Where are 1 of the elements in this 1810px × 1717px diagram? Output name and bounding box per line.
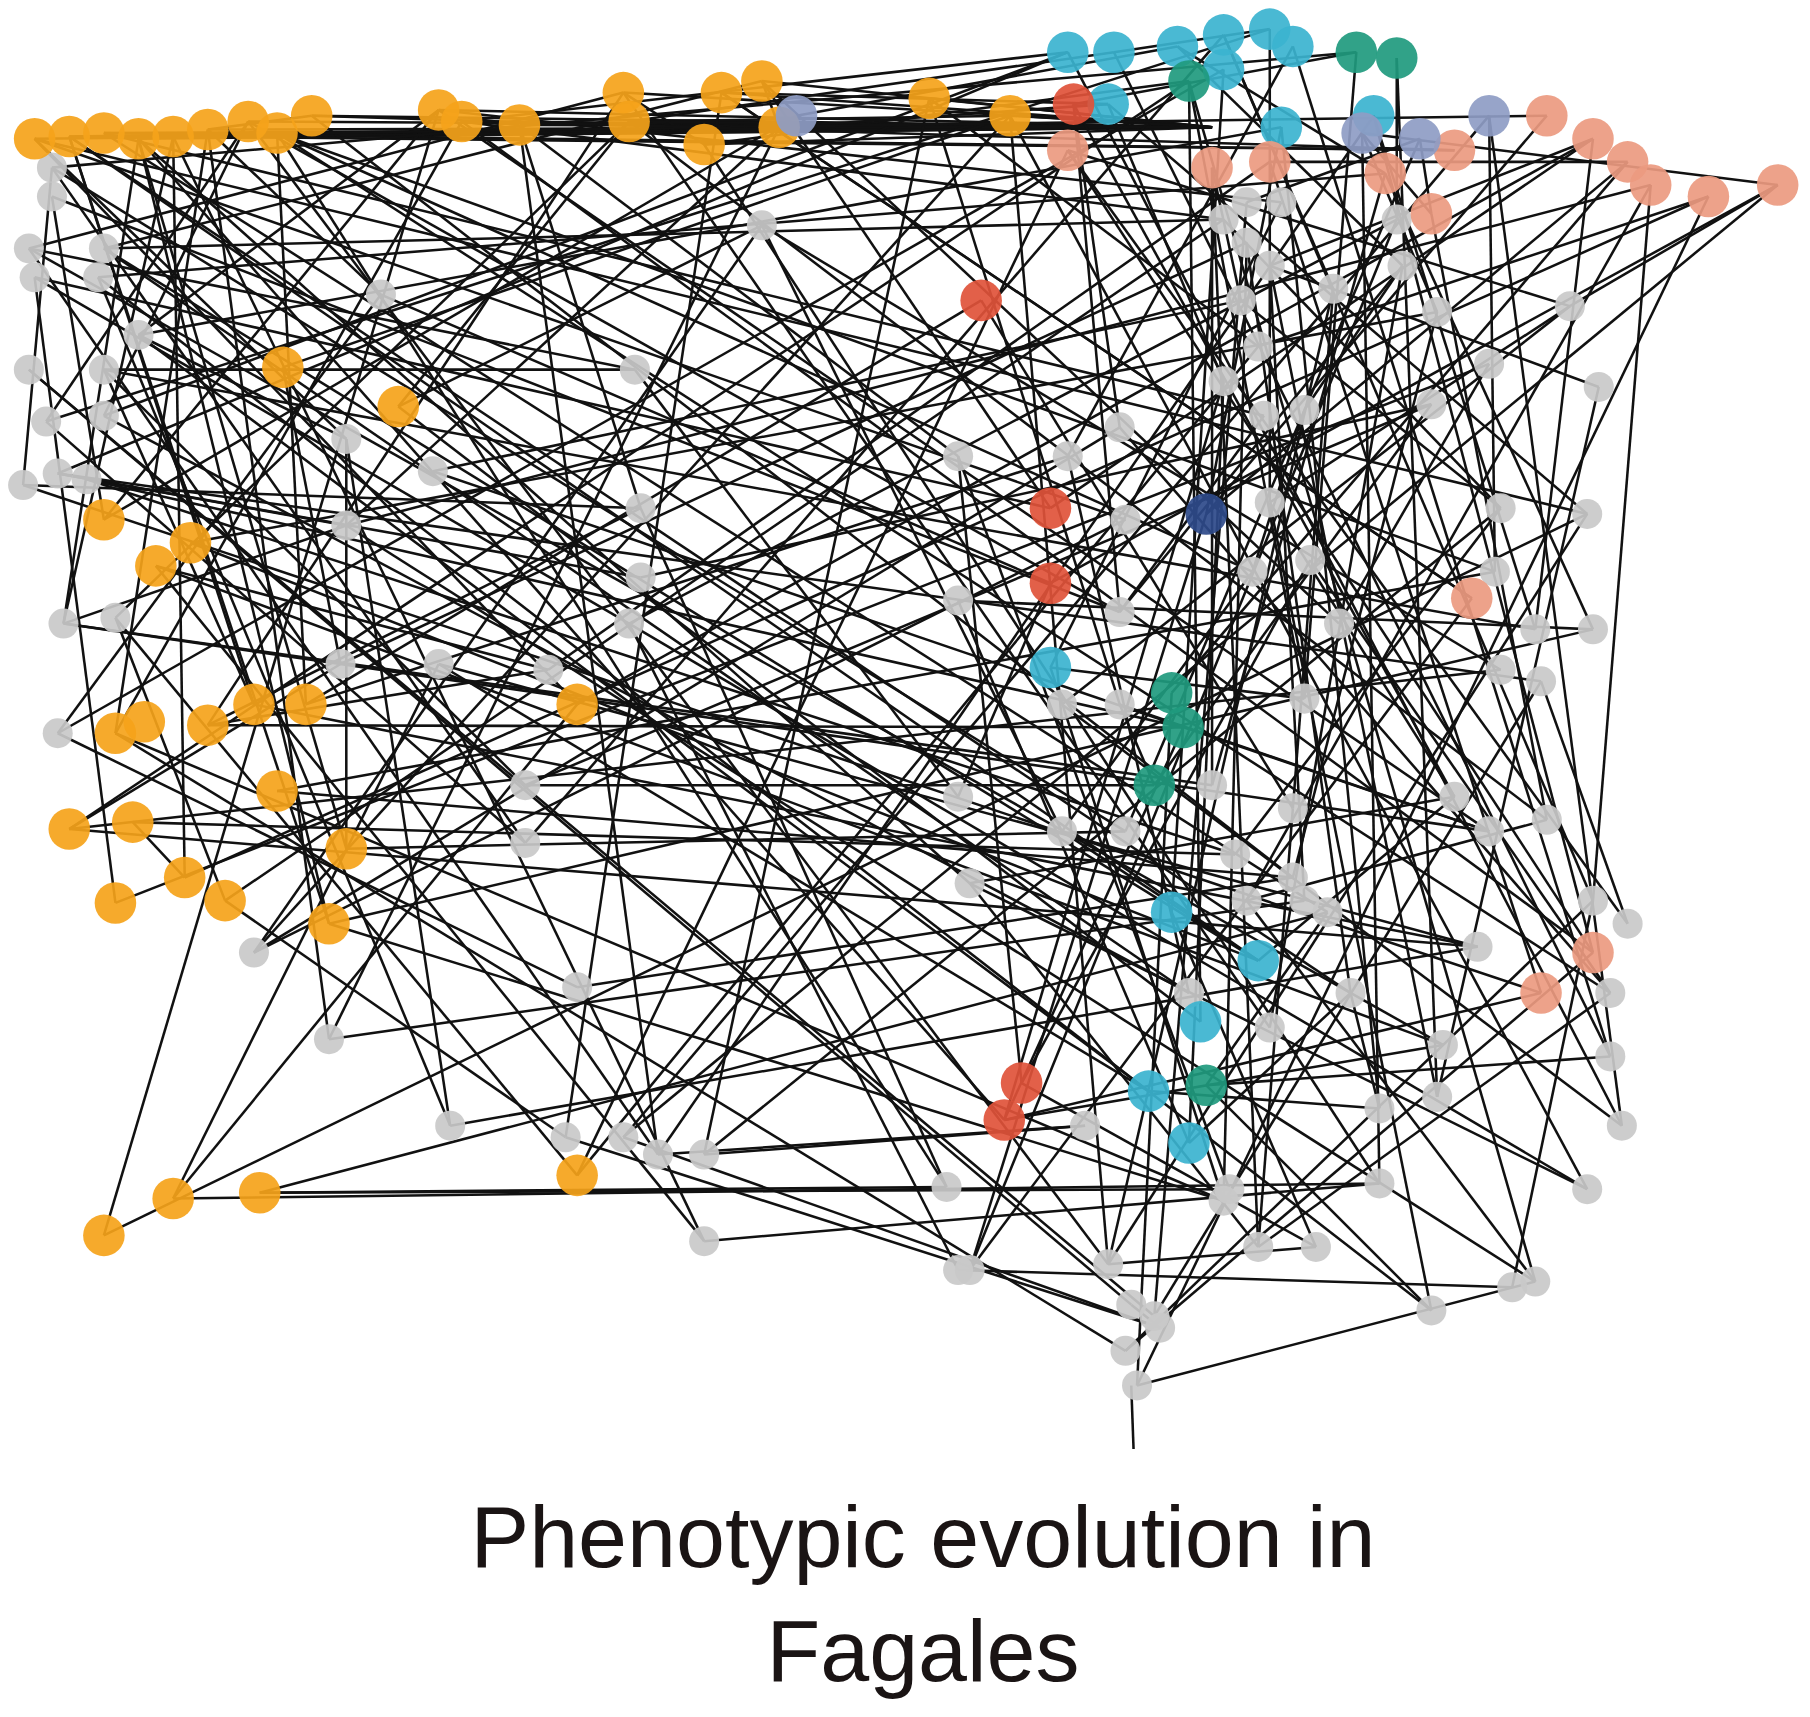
caption: Phenotypic evolution in Fagales — [469, 1486, 1377, 1703]
